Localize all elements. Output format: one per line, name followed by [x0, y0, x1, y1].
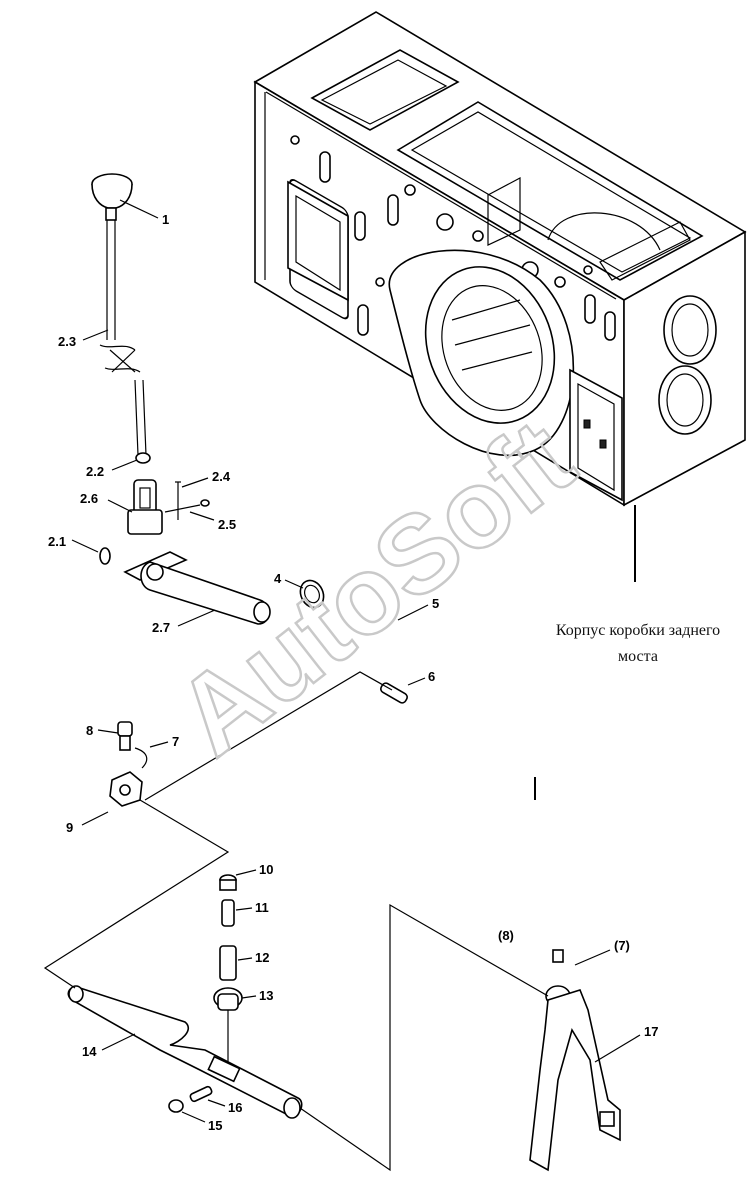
detent-assembly-upper: [109, 721, 148, 807]
leader-lines: [71, 199, 641, 1123]
label-10: 10: [259, 862, 273, 877]
shift-fork: [529, 949, 621, 1172]
gear-lever-assembly: [91, 173, 408, 704]
label-17: 17: [644, 1024, 658, 1039]
label-11: 11: [255, 900, 269, 915]
label-13: 13: [259, 988, 273, 1003]
label-12: 12: [255, 950, 269, 965]
assembly-lines: [43, 671, 549, 1172]
housing-caption: Корпус коробки заднего моста: [528, 618, 748, 670]
label-4: 4: [274, 571, 282, 586]
label-2-6: 2.6: [80, 491, 98, 506]
housing-caption-line-2: моста: [618, 648, 658, 665]
label-8-ref: (8): [498, 928, 514, 943]
label-5: 5: [432, 596, 439, 611]
label-2-3: 2.3: [58, 334, 76, 349]
label-8: 8: [86, 723, 93, 738]
label-1: 1: [162, 212, 169, 227]
label-9: 9: [66, 820, 73, 835]
label-14: 14: [82, 1044, 97, 1059]
selector-shaft-group: [67, 874, 303, 1119]
label-7: 7: [172, 734, 179, 749]
label-15: 15: [208, 1118, 222, 1133]
label-16: 16: [228, 1100, 242, 1115]
label-7-ref: (7): [614, 938, 630, 953]
label-6: 6: [428, 669, 435, 684]
part-labels: 1 2.3 2.2 2.4 2.6 2.5 2.1 2.7 4 5 6 8 7 …: [48, 212, 658, 1133]
label-2-7: 2.7: [152, 620, 170, 635]
label-2-4: 2.4: [212, 469, 231, 484]
label-2-2: 2.2: [86, 464, 104, 479]
label-2-5: 2.5: [218, 517, 236, 532]
gearbox-housing: [253, 11, 747, 582]
housing-caption-line-1: Корпус коробки заднего: [555, 622, 721, 639]
label-2-1: 2.1: [48, 534, 66, 549]
